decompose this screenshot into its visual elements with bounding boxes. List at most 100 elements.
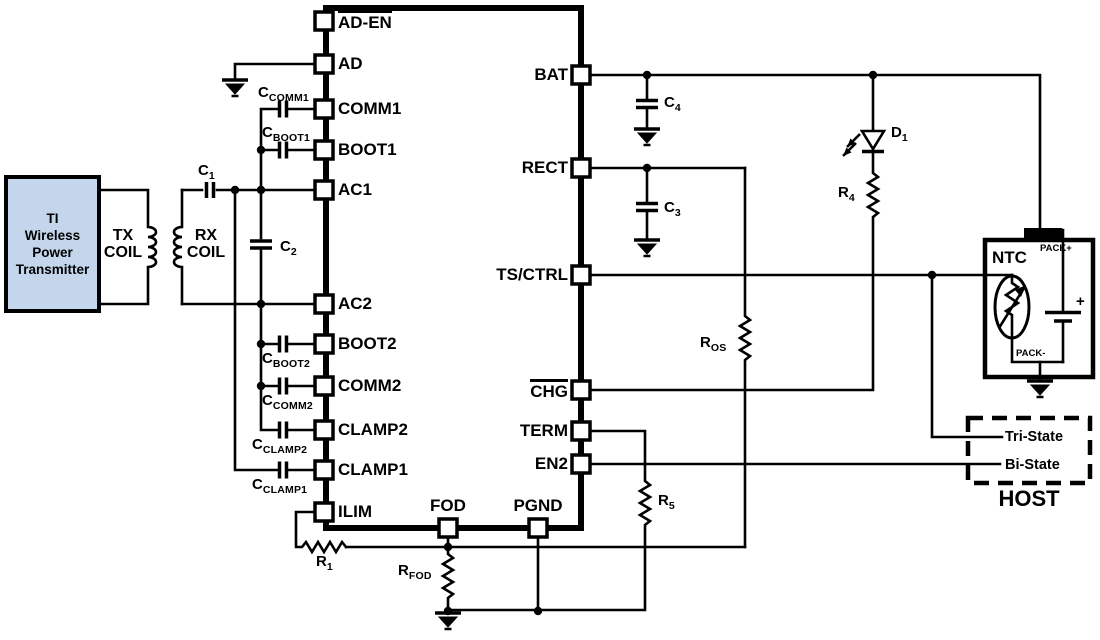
label-c-clamp2: CCLAMP2 xyxy=(252,436,308,456)
pin-ac2 xyxy=(313,293,335,315)
led-arrowhead-1 xyxy=(847,138,856,147)
label-c-clamp1: CCLAMP1 xyxy=(252,476,308,496)
pin-label-pgnd: PGND xyxy=(513,496,563,515)
cap-ccomm2 xyxy=(277,377,289,395)
pin-ts-ctrl xyxy=(570,264,592,286)
pin-ilim xyxy=(313,501,335,523)
tx-coil xyxy=(95,188,158,306)
pin-label-rect: RECT xyxy=(521,158,568,177)
tx-coil-label: TX COIL xyxy=(103,227,143,261)
pin-comm1 xyxy=(313,98,335,120)
pin-label-term: TERM xyxy=(519,421,568,440)
thermistor-arrowhead xyxy=(1015,285,1026,297)
pin-label-ts-ctrl: TS/CTRL xyxy=(496,265,568,284)
label-r4: R4 xyxy=(838,184,855,204)
wire-chg-r4-d1 xyxy=(588,73,881,392)
wireless-transmitter-block: TI Wireless Power Transmitter xyxy=(4,175,101,313)
pin-bat xyxy=(570,64,592,86)
cap-c4 xyxy=(636,98,658,110)
ground-ad xyxy=(220,78,250,98)
cap-cclamp2 xyxy=(277,421,289,439)
transmitter-line: Power xyxy=(32,245,73,260)
pin-label-comm2: COMM2 xyxy=(338,376,402,395)
pack-plus-label: PACK+ xyxy=(1040,243,1072,254)
cell-plates xyxy=(1045,310,1081,323)
capacitor-plates xyxy=(204,98,1081,479)
ground-rfod xyxy=(433,611,463,631)
battery-pack-box xyxy=(982,228,1096,380)
wire-fod-rfod xyxy=(440,535,456,613)
cap-cboot2 xyxy=(277,335,289,353)
pin-label-comm1: COMM1 xyxy=(338,99,402,118)
rx-coil-label: RX COIL xyxy=(186,227,226,261)
label-r-os: ROS xyxy=(700,334,727,354)
wire-tri-state xyxy=(930,273,1004,439)
cap-ccomm1 xyxy=(277,100,289,118)
label-c1: C1 xyxy=(198,162,215,182)
cap-c1 xyxy=(204,182,216,198)
pin-label-ilim: ILIM xyxy=(338,502,372,521)
label-c-comm1: CCOMM1 xyxy=(258,84,309,104)
pin-label-chg: CHG xyxy=(530,379,568,403)
led-d1-symbol xyxy=(842,129,887,157)
label-c-comm2: CCOMM2 xyxy=(262,392,313,412)
pin-clamp2 xyxy=(313,419,335,441)
pin-clamp1 xyxy=(313,459,335,481)
label-c-boot2: CBOOT2 xyxy=(262,350,311,370)
pin-pgnd xyxy=(527,517,549,539)
rx-coil xyxy=(172,188,184,306)
cap-c2 xyxy=(250,239,272,250)
pin-rect xyxy=(570,157,592,179)
wire-nets xyxy=(95,62,1065,613)
label-r1: R1 xyxy=(316,553,333,573)
pin-label-fod: FOD xyxy=(430,496,466,515)
label-c-boot1: CBOOT1 xyxy=(262,124,311,144)
pin-label-en2: EN2 xyxy=(534,454,568,473)
ntc-label: NTC xyxy=(992,248,1027,267)
label-r5: R5 xyxy=(658,492,675,512)
cell-plus-sign: + xyxy=(1076,293,1085,310)
ic-pin-boxes xyxy=(313,10,592,539)
wire-ilim-r1 xyxy=(294,510,747,555)
bi-state-label: Bi-State xyxy=(1005,457,1060,473)
pin-label-ac1: AC1 xyxy=(338,180,373,199)
pin-ad-en xyxy=(313,10,335,32)
ground-c3 xyxy=(632,238,662,258)
label-c2: C2 xyxy=(280,238,297,258)
host-label: HOST xyxy=(998,486,1060,511)
led-arrowhead-2 xyxy=(843,147,852,156)
cap-cboot1 xyxy=(277,141,289,159)
ground-pack xyxy=(1025,379,1055,399)
label-c3: C3 xyxy=(664,199,681,219)
diode-triangle xyxy=(859,129,887,152)
pin-boot2 xyxy=(313,333,335,355)
label-d1: D1 xyxy=(891,124,908,144)
pin-boot1 xyxy=(313,139,335,161)
wire-clamp1-branch xyxy=(233,188,316,472)
pin-label-ad-en: AD-EN xyxy=(338,10,392,34)
pack-minus-label: PACK- xyxy=(1016,348,1046,359)
label-r-fod: RFOD xyxy=(398,562,432,582)
pin-label-clamp1: CLAMP1 xyxy=(338,460,408,479)
pin-label-bat: BAT xyxy=(534,65,568,84)
pin-chg xyxy=(570,379,592,401)
pack-terminal-tab xyxy=(1024,228,1062,240)
junction-dots xyxy=(230,70,937,616)
pin-label-ad: AD xyxy=(338,54,363,73)
thermistor-ellipse xyxy=(993,274,1031,340)
pin-fod xyxy=(437,517,459,539)
pin-ad xyxy=(313,53,335,75)
pin-en2 xyxy=(570,453,592,475)
wire-ros xyxy=(737,166,753,549)
pin-ac1 xyxy=(313,179,335,201)
pin-term xyxy=(570,420,592,442)
transmitter-line: TI xyxy=(46,211,59,226)
tri-state-label: Tri-State xyxy=(1005,429,1064,445)
transmitter-line: Transmitter xyxy=(15,262,90,277)
pin-label-ac2: AC2 xyxy=(338,294,373,313)
wire-ccomm1-bus xyxy=(259,107,316,192)
wire-bat xyxy=(588,73,1042,232)
wire-ad-gnd xyxy=(233,62,316,80)
